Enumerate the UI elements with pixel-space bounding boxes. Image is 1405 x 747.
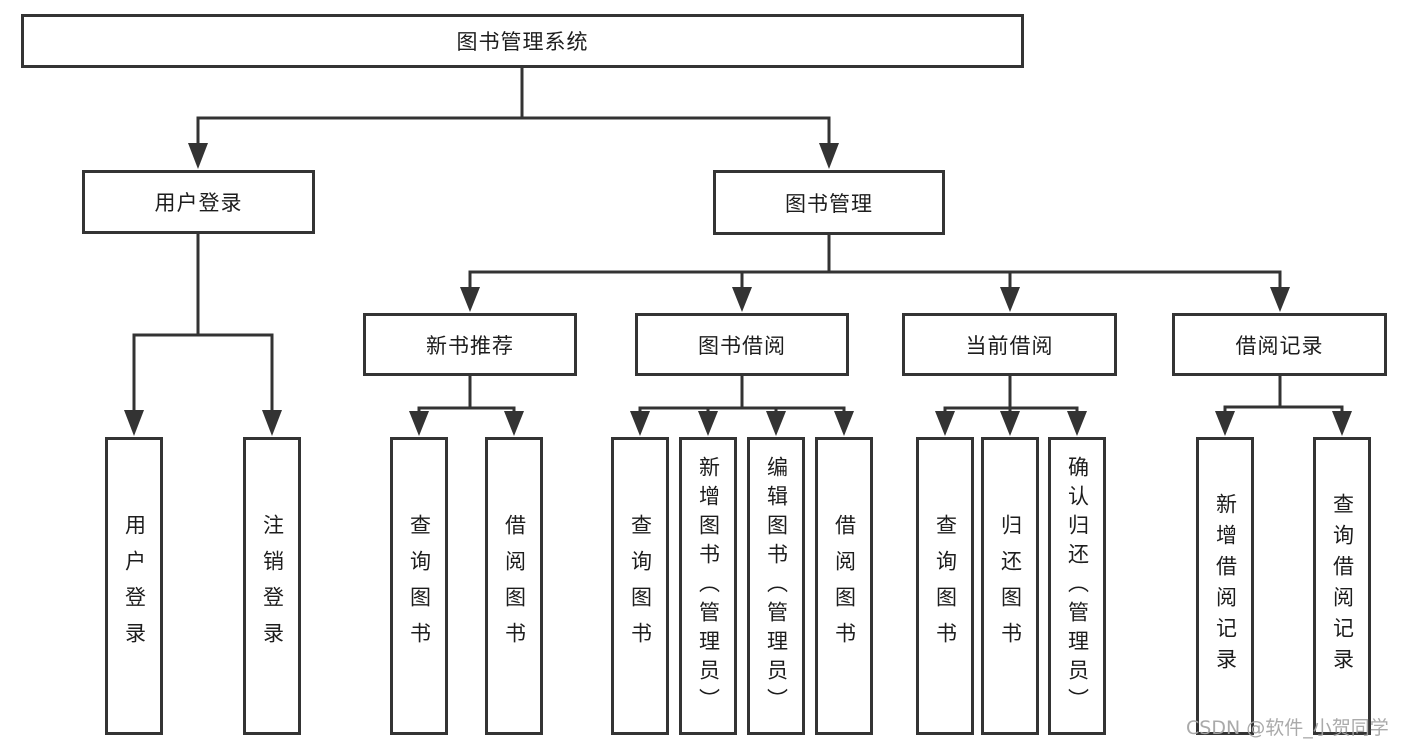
connector-borrowrecords-to-leaves [1223,374,1344,414]
leaf-label: 借阅图书 [502,514,527,658]
node-label: 用户登录 [154,191,243,215]
leaf-label: 新增借阅记录 [1213,493,1238,679]
leaf-add-borrow-record: 新增借阅记录 [1196,437,1254,735]
node-root-system: 图书管理系统 [21,14,1024,68]
arrowheads-bookborrow-leaves [630,411,854,436]
arrowheads-newbookrec-leaves [409,411,524,436]
leaf-label: 确认归还（管理员） [1065,455,1090,717]
arrowheads-borrowrecords-leaves [1215,411,1352,436]
csdn-watermark: CSDN @软件_小贺同学 [1186,717,1389,739]
leaf-user-login: 用户登录 [105,437,163,735]
node-label: 图书借阅 [698,333,786,358]
arrowheads-level2 [188,143,839,169]
connector-root-to-level2 [196,66,831,146]
connector-currentborrow-to-leaves [943,374,1079,414]
node-user-login: 用户登录 [82,170,315,234]
arrowheads-currentborrow-leaves [935,411,1087,436]
node-book-borrow: 图书借阅 [635,313,849,376]
leaf-return-books: 归还图书 [981,437,1039,735]
leaf-label: 用户登录 [122,514,147,658]
node-label: 新书推荐 [426,333,514,358]
leaf-label: 查询图书 [407,514,432,658]
leaf-label: 借阅图书 [832,514,857,658]
leaf-label: 归还图书 [998,514,1023,658]
node-label: 图书管理系统 [456,30,589,54]
connector-userlogin-to-leaves [132,231,274,413]
leaf-query-borrow-record: 查询借阅记录 [1313,437,1371,735]
leaf-query-books-2: 查询图书 [611,437,669,735]
node-label: 图书管理 [785,191,873,216]
leaf-confirm-return-admin: 确认归还（管理员） [1048,437,1106,735]
leaf-label: 注销登录 [260,514,285,658]
arrowheads-userlogin-leaves [124,410,282,436]
arrowheads-level3 [460,287,1290,312]
leaf-borrow-books-2: 借阅图书 [815,437,873,735]
leaf-borrow-books-1: 借阅图书 [485,437,543,735]
leaf-label: 新增图书（管理员） [696,455,721,717]
leaf-add-books-admin: 新增图书（管理员） [679,437,737,735]
node-new-book-recommend: 新书推荐 [363,313,577,376]
leaf-label: 查询图书 [933,514,958,658]
connector-newbookrec-to-leaves [417,374,516,414]
node-current-borrow: 当前借阅 [902,313,1117,376]
node-label: 当前借阅 [965,333,1054,358]
leaf-label: 查询借阅记录 [1330,493,1355,679]
leaf-query-books-1: 查询图书 [390,437,448,735]
leaf-logout-login: 注销登录 [243,437,301,735]
connector-bookmgmt-to-level3 [468,233,1282,290]
node-borrow-records: 借阅记录 [1172,313,1387,376]
leaf-label: 编辑图书（管理员） [764,455,789,717]
leaf-edit-books-admin: 编辑图书（管理员） [747,437,805,735]
connector-bookborrow-to-leaves [638,374,846,414]
leaf-label: 查询图书 [628,514,653,658]
node-book-management: 图书管理 [713,170,945,235]
leaf-query-books-3: 查询图书 [916,437,974,735]
node-label: 借阅记录 [1235,333,1324,358]
